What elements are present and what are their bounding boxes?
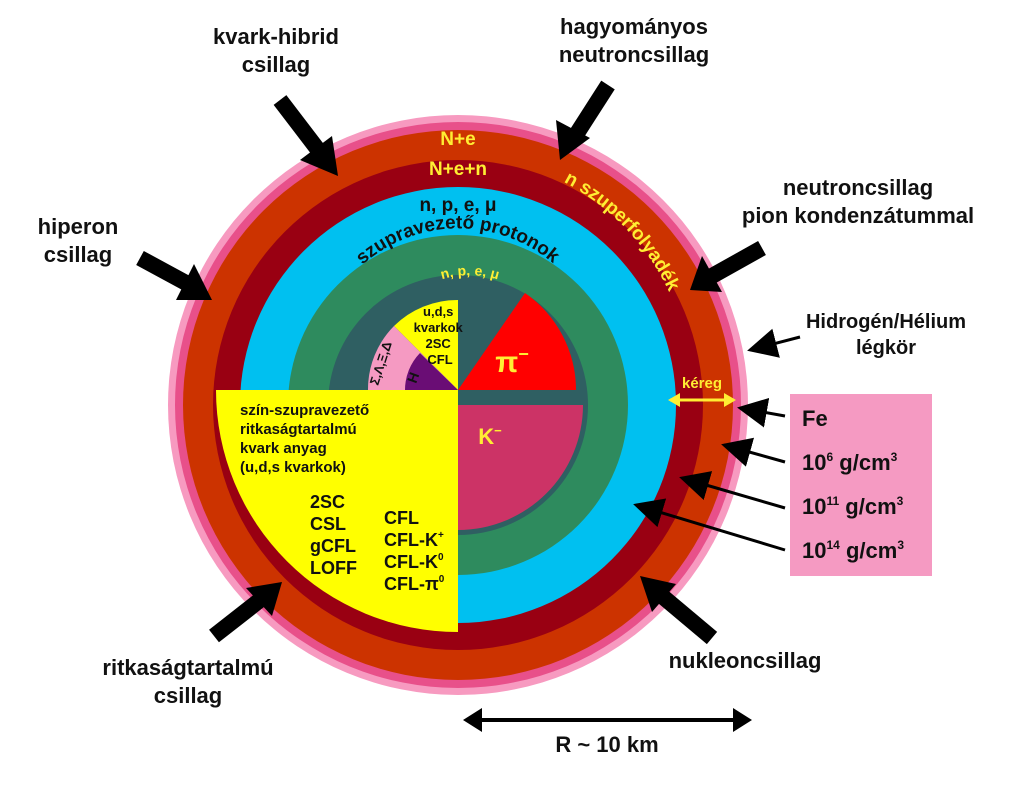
arrow-atmosphere [747,328,801,358]
quark-matter-quadrant [216,390,458,632]
pion-label: π− [495,344,528,379]
quark-sector-label: u,d,s kvarkok 2SC CFL [414,304,467,367]
phase-cfl-kplus: CFL-K+ [384,530,444,550]
arrow-density-1 [721,437,786,467]
kaon-sector [458,405,583,530]
pion-sector [458,293,576,390]
arrow-fe [737,397,786,428]
phase-cfl-k0: CFL-K0 [384,552,444,572]
crust-label: kéreg [682,375,722,392]
arrow-hiperon [136,250,212,300]
kaon-label: K− [478,423,502,449]
ring-label-n-e: N+e [440,129,475,150]
h-dibaryon-sector [404,353,458,390]
arrow-nukleon [640,576,718,645]
density-fe: Fe [802,406,828,431]
ring-label-inner: n, p, e, μ [439,262,502,282]
phase-cfl: CFL [384,508,419,528]
density-box [790,394,932,576]
phase-cfl-pi0: CFL-π0 [384,574,445,594]
arrow-density-3 [633,498,786,552]
arrow-neutron-pion [690,241,766,292]
density-1: 106 g/cm3 [802,450,898,475]
radius-label: R ~ 10 km [555,732,658,757]
ring-label-n-p-e-mu: n, p, e, μ [419,195,496,216]
density-2: 1011 g/cm3 [802,494,904,519]
arrow-density-2 [679,471,786,510]
arrow-kvark-hibrid [273,95,338,176]
quadrant-description: szín-szupravezető ritkaságtartalmú kvark… [240,402,373,476]
arrow-ritkasag [209,582,282,643]
arrow-hagyomanyos [556,80,615,160]
density-3: 1014 g/cm3 [802,538,904,563]
ring-label-n-e-n: N+e+n [429,159,487,180]
phases-left-list: 2SC CSL gCFL LOFF [310,492,361,578]
quark-sector [394,299,458,390]
label-nukleon: nukleoncsillag [669,648,822,673]
